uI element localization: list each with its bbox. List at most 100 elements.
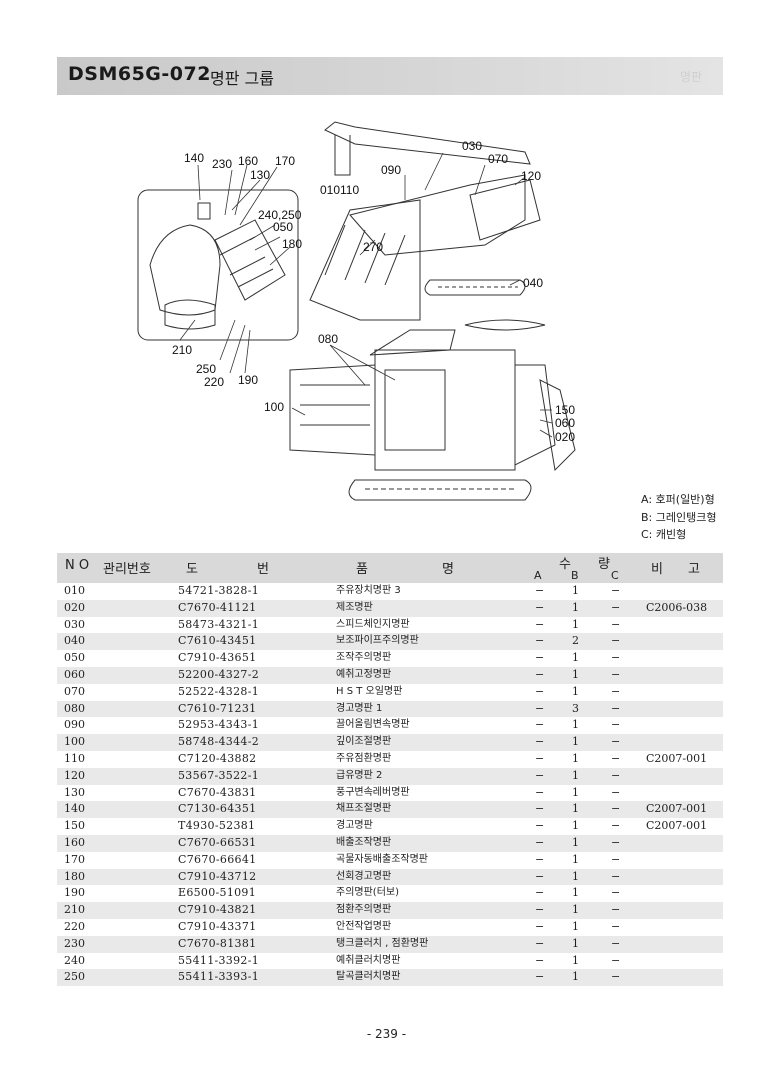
row-qty-a: − <box>535 819 545 833</box>
callout-100: 100 <box>264 400 285 414</box>
row-no: 040 <box>64 634 85 648</box>
row-part-number: C7670-81381 <box>178 936 257 950</box>
row-part-number: 52953-4343-1 <box>178 718 260 732</box>
row-no: 050 <box>64 651 85 665</box>
callout-150: 150 <box>555 403 576 417</box>
row-qty-a: − <box>535 919 545 933</box>
callout-140: 140 <box>184 151 205 165</box>
row-part-number: C7610-43451 <box>178 634 257 648</box>
row-qty-a: − <box>535 903 545 917</box>
row-part-name: 채프조절명판 <box>336 803 392 815</box>
row-no: 030 <box>64 617 85 631</box>
row-qty-c: − <box>611 584 621 597</box>
row-part-name: 탈곡클러치명판 <box>336 971 401 983</box>
callout-040: 040 <box>523 276 544 290</box>
row-part-name: 곡물자동배출조작명판 <box>336 853 428 865</box>
row-qty-c: − <box>611 936 621 950</box>
row-qty-a: − <box>535 584 545 597</box>
row-qty-b: 1 <box>572 667 579 681</box>
row-part-name: 안전작업명판 <box>336 920 392 932</box>
row-qty-b: 1 <box>572 768 579 782</box>
legend-c: C: 캐빈형 <box>641 528 687 541</box>
row-qty-c: − <box>611 903 621 917</box>
row-qty-b: 1 <box>572 919 579 933</box>
row-no: 180 <box>64 869 85 883</box>
row-qty-a: − <box>535 802 545 816</box>
row-note: C2007-001 <box>646 802 708 816</box>
row-part-number: C7670-66531 <box>178 835 257 849</box>
row-qty-a: − <box>535 667 545 681</box>
row-qty-b: 1 <box>572 600 579 614</box>
row-part-name: 경고명판 <box>336 820 373 832</box>
row-no: 170 <box>64 852 85 866</box>
row-part-name: 스피드체인지명판 <box>336 618 410 630</box>
row-part-name: 예취고정명판 <box>336 668 392 680</box>
row-qty-b: 1 <box>572 751 579 765</box>
header-no: N O <box>65 558 90 573</box>
row-part-name: 주의명판(터보) <box>336 887 400 899</box>
row-no: 080 <box>64 701 85 715</box>
row-part-number: 58473-4321-1 <box>178 617 260 631</box>
row-qty-c: − <box>611 634 621 648</box>
row-qty-a: − <box>535 701 545 715</box>
callout-020: 020 <box>555 430 576 444</box>
row-qty-a: − <box>535 970 545 984</box>
row-no: 090 <box>64 718 85 732</box>
row-qty-a: − <box>535 852 545 866</box>
row-qty-b: 1 <box>572 852 579 866</box>
callout-240-250: 240,250 <box>258 208 302 222</box>
row-no: 070 <box>64 684 85 698</box>
row-qty-c: − <box>611 852 621 866</box>
row-qty-c: − <box>611 953 621 967</box>
row-qty-a: − <box>535 785 545 799</box>
header-part-beon: 번 <box>257 562 269 577</box>
row-no: 210 <box>64 903 85 917</box>
row-qty-a: − <box>535 718 545 732</box>
row-qty-b: 1 <box>572 886 579 900</box>
callout-070: 070 <box>488 152 509 166</box>
callout-230: 230 <box>212 157 233 171</box>
callout-090: 090 <box>381 163 402 177</box>
header-qty-a: A <box>534 569 542 582</box>
row-qty-c: − <box>611 651 621 665</box>
row-no: 120 <box>64 768 85 782</box>
callout-050: 050 <box>273 220 294 234</box>
row-part-number: C7120-43882 <box>178 751 257 765</box>
row-no: 150 <box>64 819 85 833</box>
row-part-name: 풍구변속레버명판 <box>336 786 410 798</box>
row-part-name: 보조파이프주의명판 <box>336 635 419 647</box>
unloading-auger <box>324 121 531 165</box>
row-qty-c: − <box>611 735 621 749</box>
callout-220: 220 <box>204 375 225 389</box>
row-part-number: 58748-4344-2 <box>178 735 260 749</box>
row-qty-b: 1 <box>572 802 579 816</box>
row-part-name: 급유명판 2 <box>336 769 383 781</box>
row-note: C2007-001 <box>646 819 708 833</box>
row-part-name: 예취클러치명판 <box>336 954 401 966</box>
header-mgmt-no: 관리번호 <box>103 562 151 577</box>
row-qty-a: − <box>535 617 545 631</box>
callout-210: 210 <box>172 343 193 357</box>
row-qty-b: 1 <box>572 735 579 749</box>
row-qty-a: − <box>535 634 545 648</box>
row-part-number: C7670-41121 <box>178 600 257 614</box>
row-part-number: C7610-71231 <box>178 701 257 715</box>
callout-190: 190 <box>238 373 259 387</box>
row-part-name: 배출조작명판 <box>336 836 392 848</box>
lower-track <box>348 479 532 501</box>
header-qty-b: B <box>571 569 579 582</box>
page-title-side: 명판 <box>680 70 703 84</box>
page-number: - 239 - <box>366 1027 407 1041</box>
row-part-number: 53567-3522-1 <box>178 768 260 782</box>
row-qty-c: − <box>611 718 621 732</box>
